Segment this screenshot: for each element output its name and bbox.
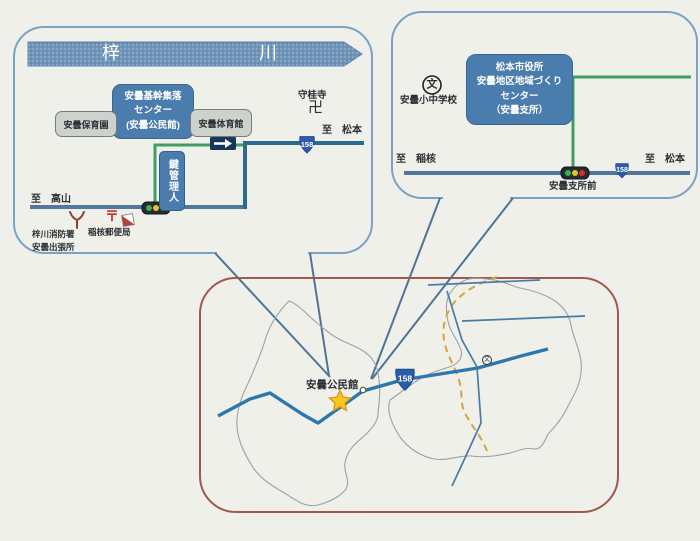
community-center-box: 安曇基幹集落 センター (安曇公民館) (112, 84, 194, 139)
nursery-box: 安曇保育園 (55, 111, 117, 137)
to-inekoki-label: 至 稲核 (396, 154, 436, 165)
secondary-road (446, 290, 478, 368)
office-line4: （安曇支所） (490, 104, 548, 116)
left-callout-outline (13, 26, 373, 254)
traffic-light-icon (560, 166, 590, 180)
route-158-number: 158 (397, 373, 413, 384)
to-matsumoto-label: 至 松本 (645, 154, 685, 165)
river-name-char-1: 梓 (102, 43, 120, 63)
fire-station-label: 梓川消防署 安曇出張所 (32, 228, 75, 254)
community-center-line2: センター (133, 105, 172, 117)
right-callout-tail-line (371, 197, 514, 380)
route-158-road (217, 347, 549, 425)
fire-station-line2: 安曇出張所 (32, 241, 75, 252)
secondary-road (451, 366, 482, 487)
fire-station-icon (69, 211, 85, 229)
community-center-line3: (安曇公民館) (126, 119, 180, 131)
post-office-icon: 〒 (105, 208, 119, 224)
fire-station-line1: 梓川消防署 (32, 229, 75, 239)
temple-manji-icon: 卍 (308, 99, 324, 116)
route-158-shield-icon (299, 136, 315, 154)
post-office-label: 稲核郵便局 (88, 227, 131, 237)
school-symbol-glyph: 文 (483, 356, 491, 363)
river-banner-arrow (27, 41, 363, 67)
school-map-symbol-icon (482, 355, 492, 365)
to-takayama-label: 至 高山 (31, 194, 71, 205)
office-line1: 松本市役所 (495, 62, 544, 73)
overview-map-border (199, 277, 619, 513)
shop-sign-icon (121, 213, 135, 227)
school-symbol-glyph: 文 (426, 78, 438, 91)
city-branch-office-box: 松本市役所 安曇地区地域づくり センター （安曇支所） (466, 54, 573, 125)
key-keeper-box: 鍵管理人 (159, 151, 185, 211)
secondary-road (461, 315, 586, 322)
left-callout-tail-line (214, 252, 331, 378)
school-label: 安曇小中学校 (400, 95, 458, 106)
school-map-symbol-icon (422, 75, 442, 95)
office-line2: 安曇地区地域づくり (476, 76, 563, 88)
temple-label: 守桂寺 (298, 90, 327, 101)
office-line3: センター (500, 90, 539, 102)
one-way-sign-icon (210, 137, 236, 150)
district-boundary-east (388, 277, 582, 460)
river-name-char-2: 川 (259, 43, 277, 63)
right-callout-tail-line (370, 197, 441, 380)
green-access-road (571, 75, 691, 171)
gym-box: 安曇体育館 (190, 109, 252, 137)
left-callout-tail-line (309, 252, 330, 377)
secondary-road (427, 279, 541, 286)
route-158-number: 158 (616, 167, 628, 175)
community-center-line1: 安曇基幹集落 (124, 91, 182, 103)
signal-name-label: 安曇支所前 (549, 181, 597, 192)
route-158-number: 158 (300, 140, 314, 150)
route-158-shield-icon (615, 163, 629, 179)
branch-office-marker (359, 386, 367, 394)
hall-label: 安曇公民館 (306, 379, 359, 391)
district-boundary-west (236, 300, 381, 507)
old-road-dashed-path (442, 276, 498, 452)
to-matsumoto-label: 至 松本 (322, 125, 362, 136)
hall-star-marker (328, 388, 352, 412)
route-158-shield-icon (395, 368, 415, 391)
right-callout-outline (391, 11, 698, 199)
